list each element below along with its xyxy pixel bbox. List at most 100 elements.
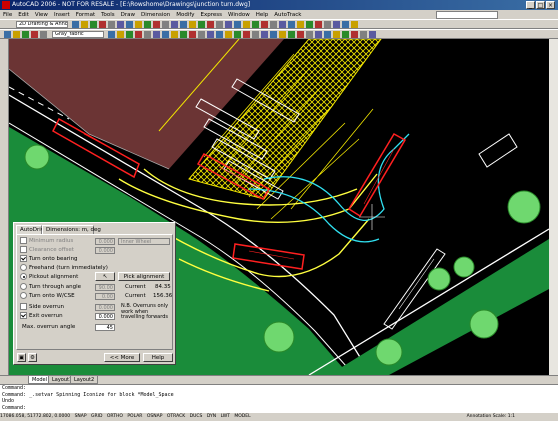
toolbar-button-icon[interactable] [117,31,124,38]
toolbar-button-icon[interactable] [351,31,358,38]
help-button[interactable]: Help [143,353,173,362]
pick-arrow-button[interactable]: ↖ [95,272,115,281]
turn-angle-row[interactable]: Turn through angle [20,283,81,291]
toolbar-button-icon[interactable] [153,21,160,28]
toolbar-button-icon[interactable] [279,21,286,28]
max-angle-field[interactable]: 45 [95,324,115,331]
toolbar-button-icon[interactable] [324,21,331,28]
menu-item[interactable]: View [34,12,48,18]
toolbar-button-icon[interactable] [270,21,277,28]
toolbar-button-icon[interactable] [72,21,79,28]
toolbar-button-icon[interactable] [288,31,295,38]
clearance-field[interactable]: 0.000 [95,247,115,254]
vertical-scrollbar[interactable] [549,39,558,375]
toolbar-button-icon[interactable] [270,31,277,38]
side-overrun-field[interactable]: 0.000 [95,304,115,311]
min-radius-field[interactable]: 0.000 [95,238,115,245]
menu-item[interactable]: Modify [176,12,195,18]
lwt-toggle[interactable]: LWT [220,414,230,419]
toolbar-button-icon[interactable] [279,31,286,38]
toolbar-button-icon[interactable] [108,31,115,38]
toolbar-button-icon[interactable] [198,21,205,28]
toolbar-button-icon[interactable] [225,21,232,28]
toolbar-button-icon[interactable] [324,31,331,38]
toolbar-button-icon[interactable] [369,31,376,38]
toolbar-button-icon[interactable] [306,21,313,28]
ducs-toggle[interactable]: DUCS [189,414,203,419]
toolbar-button-icon[interactable] [261,21,268,28]
toolbar-button-icon[interactable] [333,31,340,38]
toolbar-button-icon[interactable] [333,21,340,28]
toolbar-button-icon[interactable] [261,31,268,38]
toolbar-button-icon[interactable] [288,21,295,28]
maximize-icon[interactable]: □ [536,1,545,9]
help-search-input[interactable] [436,11,498,19]
toolbar-button-icon[interactable] [135,31,142,38]
turn-bearing-checkbox[interactable] [20,255,27,262]
menu-item[interactable]: Tools [101,12,115,18]
menu-item[interactable]: Format [75,12,96,18]
exit-overrun-row[interactable]: Exit overrun [20,312,63,320]
osnap-toggle[interactable]: OSNAP [146,414,163,419]
toolbar-button-icon[interactable] [153,31,160,38]
toolbar-button-icon[interactable] [108,21,115,28]
menu-item[interactable]: File [3,12,13,18]
model-toggle[interactable]: MODEL [234,414,251,419]
toolbar-button-icon[interactable] [189,31,196,38]
workspace-combo[interactable]: 2D Drafting & Annotation [16,21,68,28]
annotation-scale[interactable]: Annotation Scale: 1:1 [466,414,515,419]
menu-item[interactable]: Express [200,12,223,18]
polar-toggle[interactable]: POLAR [127,414,143,419]
menu-item[interactable]: Dimension [141,12,171,18]
settings-icon[interactable]: ⚙ [28,353,37,362]
tab-autodrive[interactable]: AutoDrive [16,225,47,234]
otrack-toggle[interactable]: OTRACK [166,414,186,419]
more-button[interactable]: << More [104,353,140,362]
toolbar-button-icon[interactable] [162,31,169,38]
toolbar-button-icon[interactable] [216,21,223,28]
command-window[interactable]: Command: Command: _.setvar Spinning Icon… [0,384,558,413]
toolbar-button-icon[interactable] [243,31,250,38]
tab-layout2[interactable]: Layout2 [70,376,99,384]
toolbar-button-icon[interactable] [198,31,205,38]
toolbar-button-icon[interactable] [144,21,151,28]
toolbar-button-icon[interactable] [252,21,259,28]
toolbar-button-icon[interactable] [297,31,304,38]
exit-overrun-field[interactable]: 0.000 [95,313,115,320]
toolbar-button-icon[interactable] [234,31,241,38]
toolbar-button-icon[interactable] [171,31,178,38]
turn-wcs-field[interactable]: 0.00 [95,293,115,300]
toolbar-button-icon[interactable] [90,21,97,28]
pick-alignment-button[interactable]: Pick alignment [118,272,170,281]
toolbar-button-icon[interactable] [180,21,187,28]
toolbar-button-icon[interactable] [342,21,349,28]
menu-item[interactable]: Draw [120,12,136,18]
command-prompt[interactable]: Command: [2,404,27,411]
toolbar-button-icon[interactable] [351,21,358,28]
turn-bearing-row[interactable]: Turn onto bearing [20,255,78,263]
toolbar-button-icon[interactable] [315,31,322,38]
pickout-radio[interactable] [20,273,27,280]
menu-item[interactable]: Edit [18,12,29,18]
toolbar-button-icon[interactable] [117,21,124,28]
toolbar-button-icon[interactable] [22,31,29,38]
snap-toggle[interactable]: SNAP [74,414,87,419]
side-overrun-checkbox[interactable] [20,303,27,310]
min-radius-row[interactable]: Minimum radius [20,237,73,245]
min-radius-checkbox[interactable] [20,237,27,244]
close-icon[interactable]: × [546,1,555,9]
toolbar-button-icon[interactable] [360,31,367,38]
turn-wcs-radio[interactable] [20,292,27,299]
clearance-checkbox[interactable] [20,246,27,253]
toolbar-button-icon[interactable] [162,21,169,28]
menu-item[interactable]: AutoTrack [274,12,302,18]
exit-overrun-checkbox[interactable] [20,312,27,319]
car-icon[interactable]: ▣ [17,353,26,362]
side-overrun-row[interactable]: Side overrun [20,303,64,311]
pickout-row[interactable]: Pickout alignment [20,273,78,281]
turn-angle-radio[interactable] [20,283,27,290]
toolbar-button-icon[interactable] [126,31,133,38]
toolbar-button-icon[interactable] [99,21,106,28]
clearance-row[interactable]: Clearance offset [20,246,74,254]
layer-combo[interactable]: Gray_fabric [52,31,104,38]
